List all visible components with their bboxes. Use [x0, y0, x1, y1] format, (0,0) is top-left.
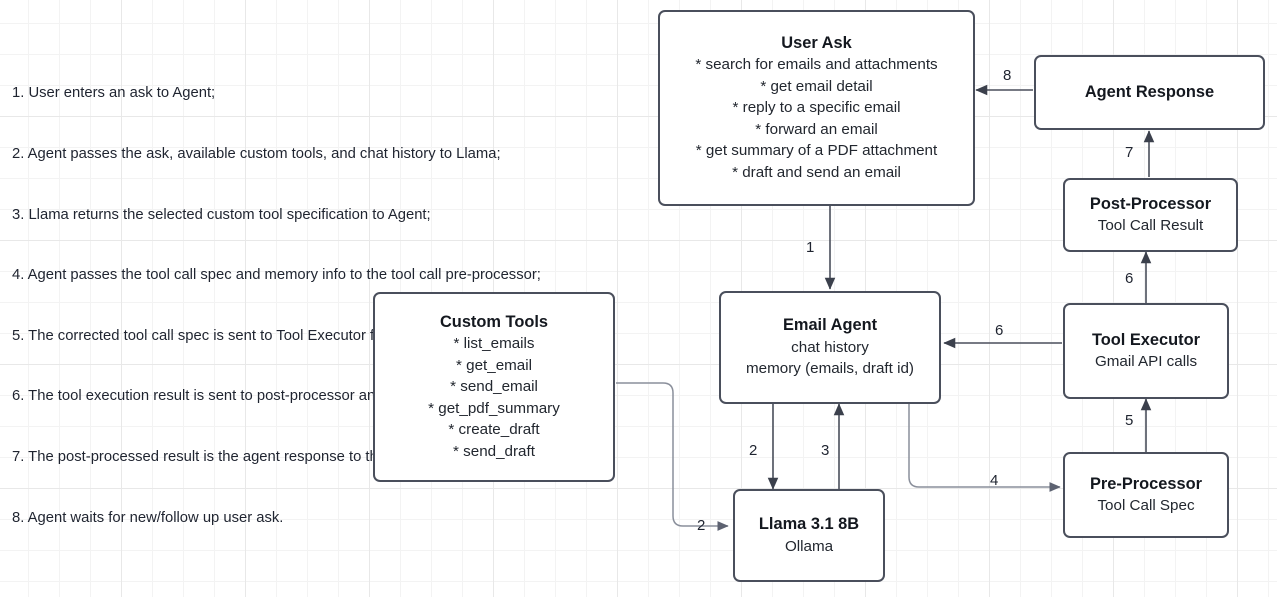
node-custom-tools-bullet-2: * get_email — [456, 356, 532, 374]
edge-label-6a: 6 — [995, 322, 1004, 339]
node-post-processor-subtitle: Tool Call Result — [1097, 217, 1204, 234]
node-custom-tools-bullet-3: * send_email — [450, 378, 538, 396]
node-user-ask-bullet-6: * draft and send an email — [732, 163, 901, 181]
node-custom-tools-bullet-4: * get_pdf_summary — [428, 399, 560, 417]
node-user-ask-bullet-5: * get summary of a PDF attachment — [695, 142, 938, 160]
node-user-ask-bullet-2: * get email detail — [760, 77, 873, 95]
node-llama-title: Llama 3.1 8B — [758, 515, 860, 533]
edge-label-2a: 2 — [749, 442, 758, 459]
node-agent-response[interactable]: Agent Response — [1034, 55, 1265, 130]
node-custom-tools-title: Custom Tools — [439, 312, 549, 331]
legend-line-4: 4. Agent passes the tool call spec and m… — [12, 267, 541, 284]
node-pre-processor-title: Pre-Processor — [1089, 474, 1203, 493]
node-email-agent-subtitle-2: memory (emails, draft id) — [746, 360, 914, 378]
node-tool-executor-title: Tool Executor — [1091, 330, 1201, 349]
node-custom-tools[interactable]: Custom Tools * list_emails * get_email *… — [373, 292, 615, 482]
node-user-ask-title: User Ask — [781, 33, 852, 52]
node-pre-processor[interactable]: Pre-Processor Tool Call Spec — [1063, 452, 1229, 538]
edge-4-path — [908, 404, 1061, 492]
node-user-ask-bullet-3: * reply to a specific email — [732, 99, 901, 117]
edge-label-1: 1 — [806, 239, 815, 256]
node-tool-executor[interactable]: Tool Executor Gmail API calls — [1063, 303, 1229, 399]
node-post-processor[interactable]: Post-Processor Tool Call Result — [1063, 178, 1238, 252]
node-user-ask[interactable]: User Ask * search for emails and attachm… — [658, 10, 975, 206]
node-agent-response-title: Agent Response — [1084, 82, 1215, 101]
edge-label-8: 8 — [1003, 67, 1012, 84]
legend-line-2: 2. Agent passes the ask, available custo… — [12, 146, 501, 163]
node-email-agent[interactable]: Email Agent chat history memory (emails,… — [719, 291, 941, 404]
node-email-agent-title: Email Agent — [782, 316, 878, 335]
node-email-agent-subtitle-1: chat history — [791, 338, 869, 356]
node-custom-tools-bullet-5: * create_draft — [448, 421, 540, 439]
node-user-ask-bullet-1: * search for emails and attachments — [695, 56, 938, 74]
edge-label-2b: 2 — [697, 517, 706, 534]
node-tool-executor-subtitle: Gmail API calls — [1094, 353, 1198, 370]
legend-line-3: 3. Llama returns the selected custom too… — [12, 206, 431, 223]
edge-label-5: 5 — [1125, 412, 1134, 429]
node-custom-tools-bullet-6: * send_draft — [453, 442, 535, 460]
legend-line-8: 8. Agent waits for new/follow up user as… — [12, 509, 284, 526]
node-llama[interactable]: Llama 3.1 8B Ollama — [733, 489, 885, 582]
edge-label-3: 3 — [821, 442, 830, 459]
node-user-ask-bullet-4: * forward an email — [755, 120, 878, 138]
node-post-processor-title: Post-Processor — [1089, 194, 1212, 213]
node-custom-tools-bullet-1: * list_emails — [453, 335, 535, 353]
edge-label-7: 7 — [1125, 144, 1134, 161]
legend-line-1: 1. User enters an ask to Agent; — [12, 85, 216, 102]
node-llama-subtitle: Ollama — [784, 537, 834, 555]
edge-label-4: 4 — [990, 472, 999, 489]
edge-label-6b: 6 — [1125, 270, 1134, 287]
node-pre-processor-subtitle: Tool Call Spec — [1097, 497, 1195, 514]
